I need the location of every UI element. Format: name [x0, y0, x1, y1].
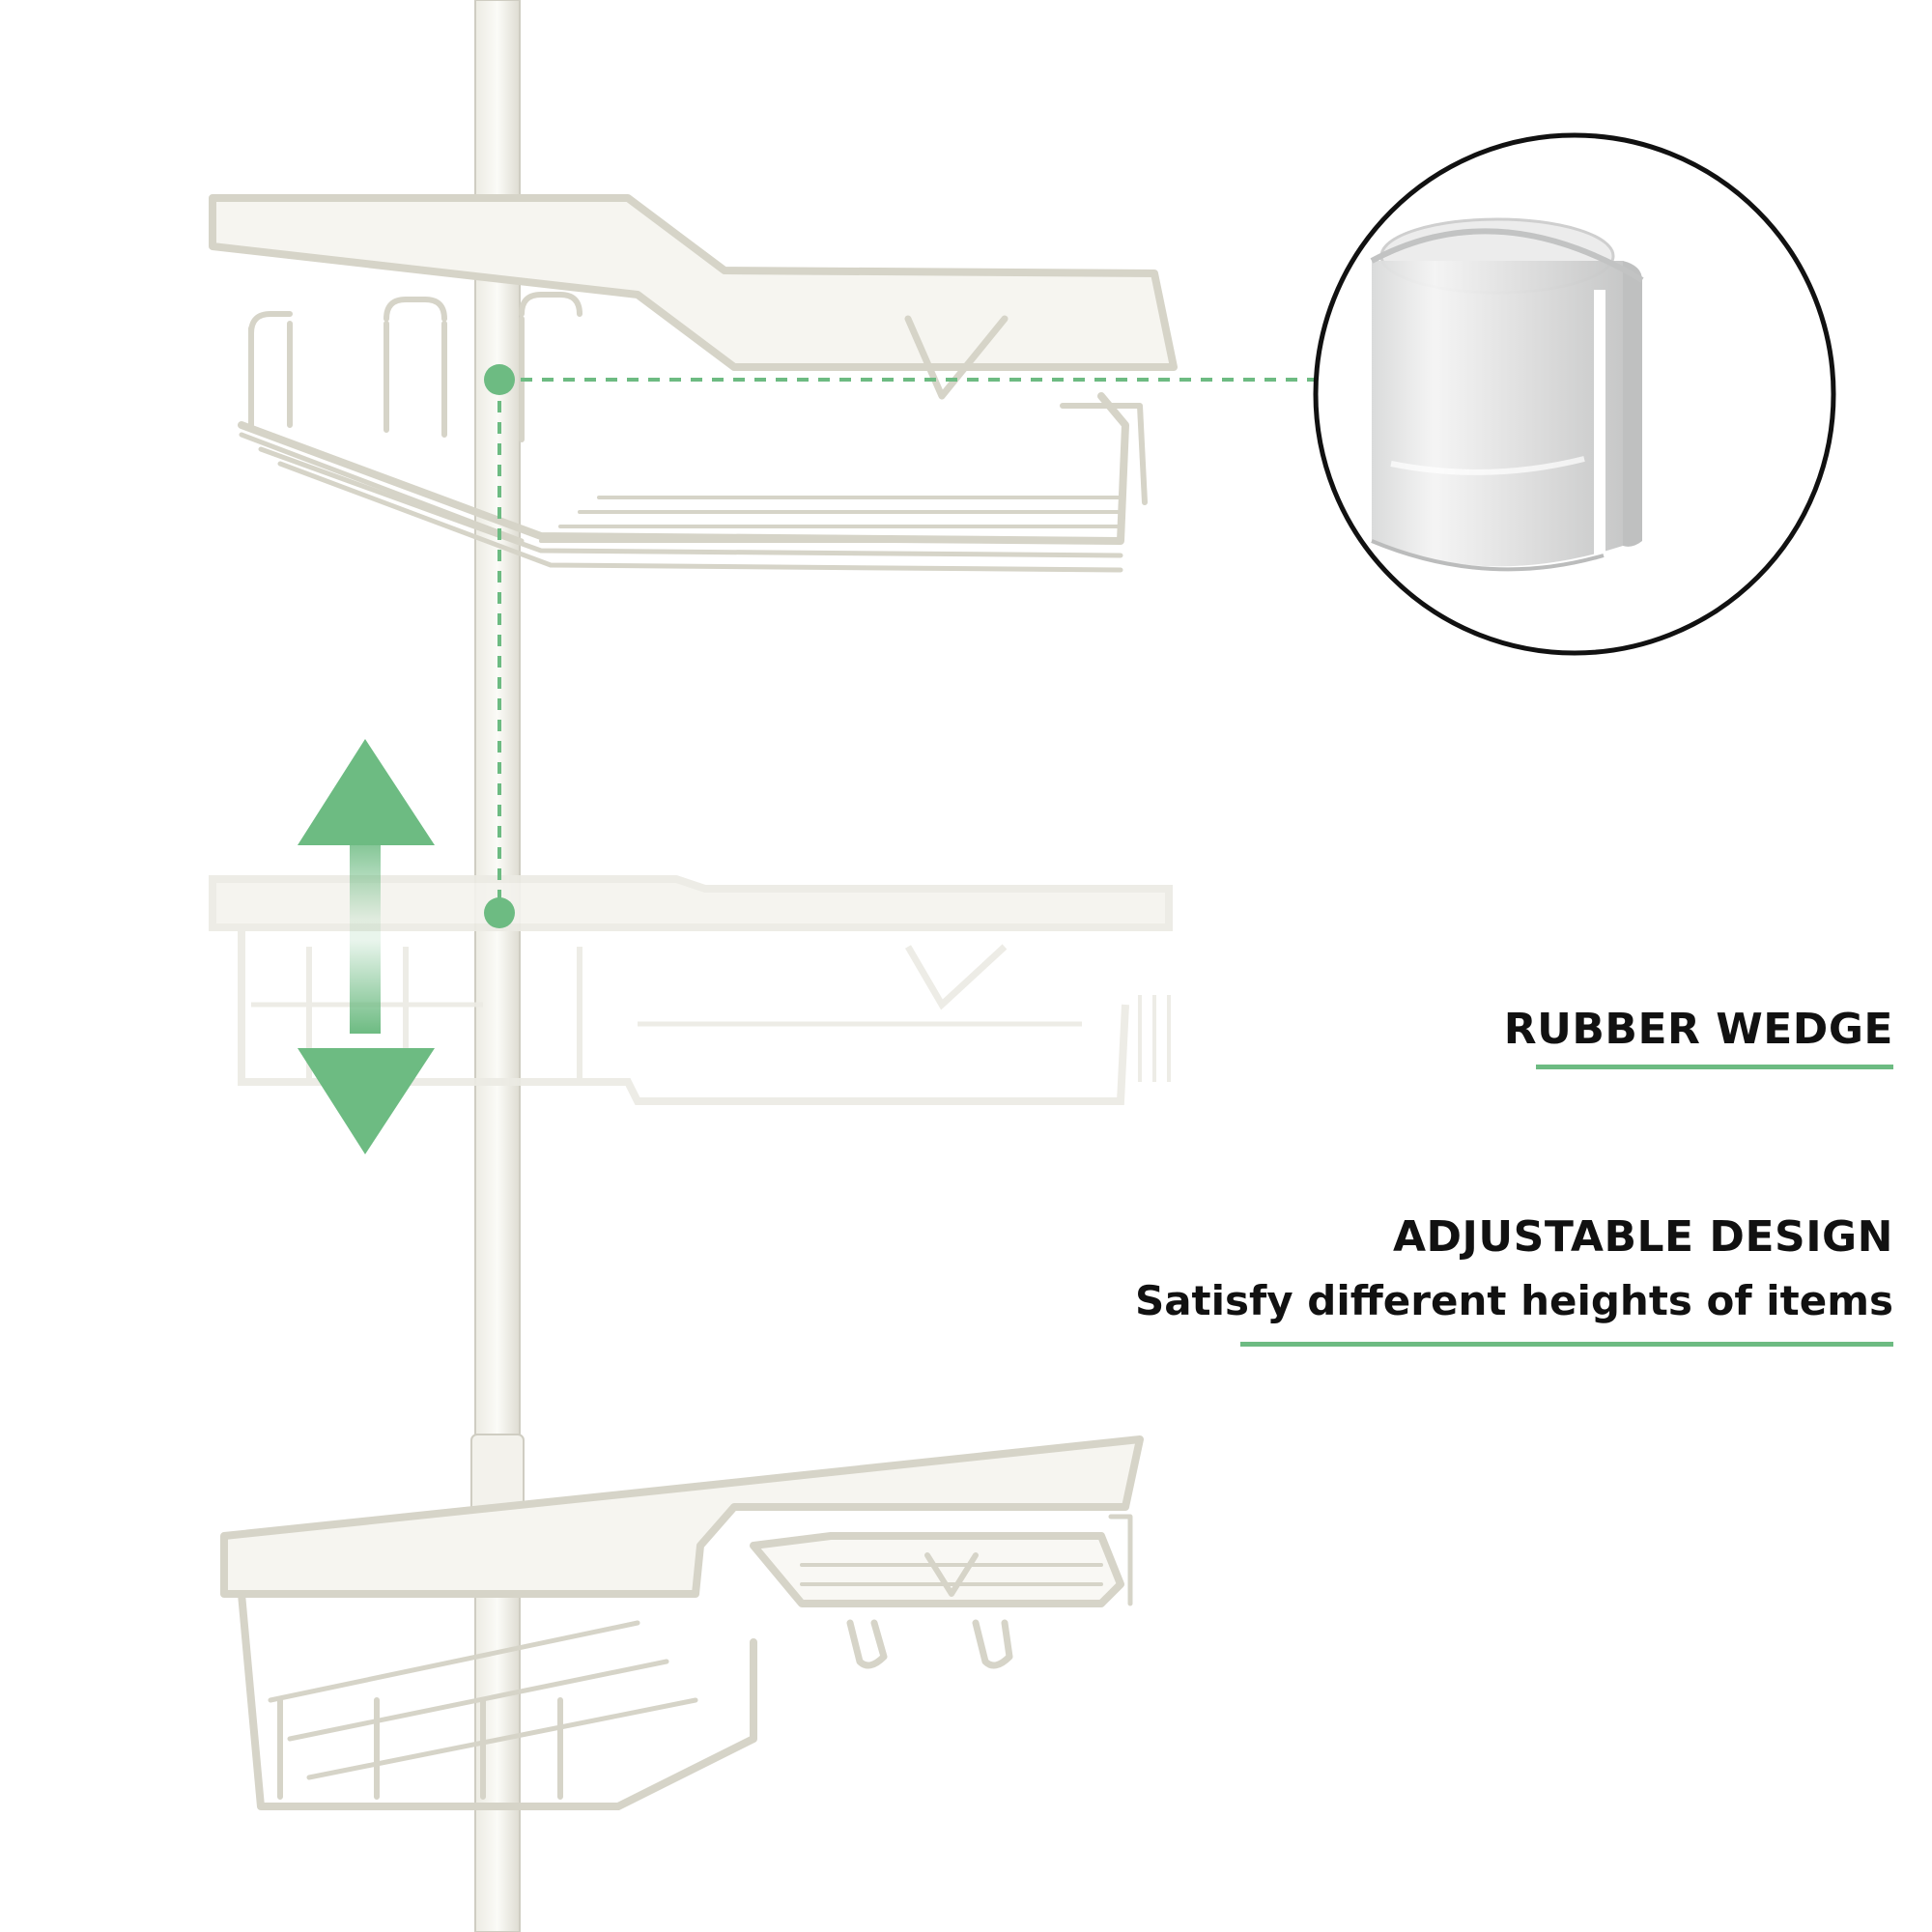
- top-basket: [209, 194, 1178, 573]
- adjustable-design-title: ADJUSTABLE DESIGN: [1392, 1212, 1893, 1262]
- rubber-wedge-underline: [1536, 1065, 1893, 1069]
- rubber-wedge-title: RUBBER WEDGE: [1503, 1005, 1893, 1054]
- bottom-basket: [220, 1435, 1144, 1810]
- guide-lines: [497, 378, 1348, 913]
- rubber-wedge-zoom: [1313, 132, 1836, 656]
- tension-pole: [474, 0, 521, 1932]
- double-arrow-icon: [298, 739, 435, 1154]
- adjustable-design-underline: [1240, 1342, 1893, 1347]
- guide-dot-top: [484, 364, 515, 395]
- middle-basket-ghost: [209, 875, 1173, 1105]
- adjustable-design-subtitle: Satisfy different heights of items: [1134, 1277, 1893, 1324]
- guide-dot-middle: [484, 897, 515, 928]
